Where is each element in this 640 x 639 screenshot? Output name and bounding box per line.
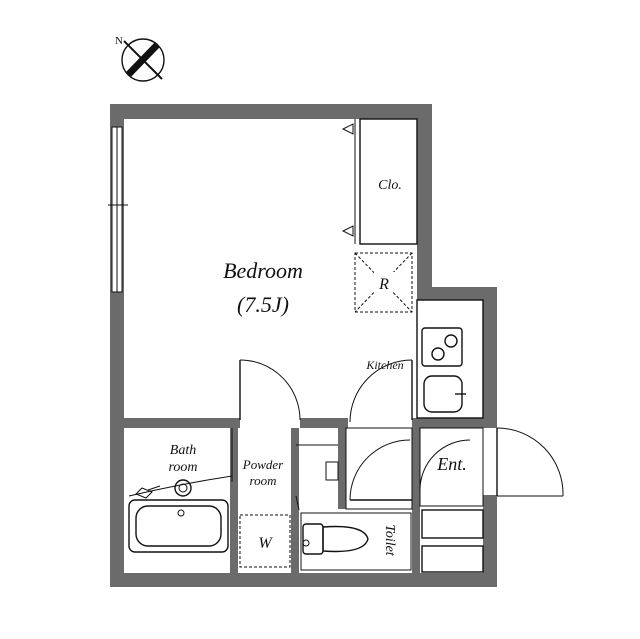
window	[108, 126, 128, 293]
kitchen-label: Kitchen	[365, 358, 403, 372]
refrigerator-space	[354, 252, 413, 313]
entrance-shoe-box	[419, 427, 484, 573]
bedroom-label: Bedroom	[223, 258, 303, 283]
toilet-label: Toilet	[382, 524, 397, 556]
bedroom-door[interactable]	[239, 359, 301, 421]
kitchen-counter	[416, 299, 484, 419]
bath-label-line2: room	[168, 460, 197, 475]
compass-north-label: N	[115, 35, 123, 47]
washer-space	[239, 514, 291, 568]
outer-walls	[110, 104, 497, 587]
bath-label-line1: Bath	[170, 443, 196, 458]
entrance-door[interactable]	[419, 427, 564, 497]
bedroom-size-label: (7.5J)	[237, 292, 289, 317]
kitchen-door[interactable]	[349, 359, 413, 423]
toilet-fixture	[300, 427, 413, 571]
powder-label-line1: Powder	[242, 457, 284, 472]
bathroom	[128, 475, 233, 553]
refrigerator-label: R	[378, 276, 389, 293]
closet	[341, 118, 418, 245]
washer-label: W	[258, 535, 273, 552]
closet-label: Clo.	[378, 178, 402, 193]
powder-label-line2: room	[250, 473, 277, 488]
entrance-label: Ent.	[436, 454, 467, 474]
compass-icon: N	[115, 35, 165, 82]
powder-room-door[interactable]	[295, 444, 339, 511]
